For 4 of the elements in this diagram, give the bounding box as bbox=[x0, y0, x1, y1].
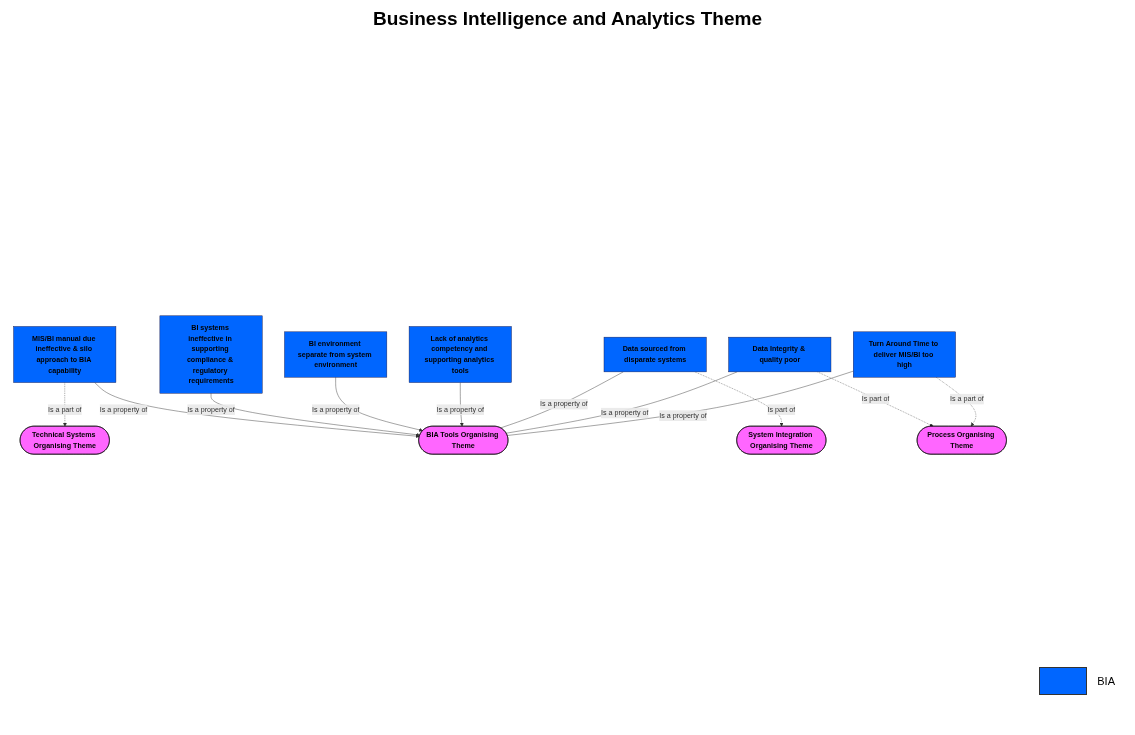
connector bbox=[500, 371, 624, 429]
connector bbox=[506, 371, 738, 434]
legend-label: BIA bbox=[1097, 675, 1115, 687]
diagram-title: Business Intelligence and Analytics Theme bbox=[372, 8, 763, 30]
